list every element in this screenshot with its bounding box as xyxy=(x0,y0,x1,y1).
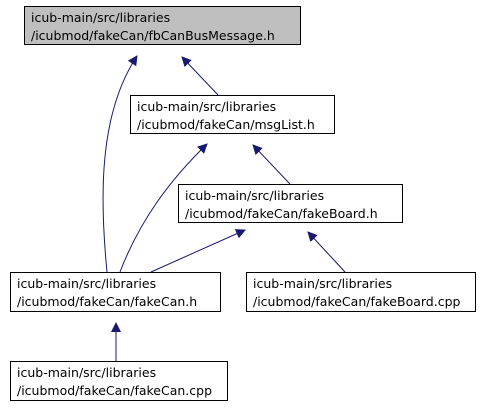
node-fakeboard-h[interactable]: icub-main/src/libraries /icubmod/fakeCan… xyxy=(178,184,403,223)
node-line-2: /icubmod/fakeCan/fakeBoard.cpp xyxy=(253,294,461,309)
node-fakeboard-cpp[interactable]: icub-main/src/libraries /icubmod/fakeCan… xyxy=(246,272,476,312)
node-line-2: /icubmod/fakeCan/fakeCan.cpp xyxy=(17,383,213,398)
node-fbcanbusmessage-h: icub-main/src/libraries /icubmod/fakeCan… xyxy=(24,6,301,45)
node-line-1: icub-main/src/libraries xyxy=(31,10,171,25)
edge-fakeboardcpp-to-fakeboard xyxy=(307,231,346,273)
edge-fakecan-to-fbcanbus xyxy=(102,55,138,273)
node-line-2: /icubmod/fakeCan/msgList.h xyxy=(137,117,315,132)
node-line-2: /icubmod/fakeCan/fakeBoard.h xyxy=(185,206,378,221)
node-line-1: icub-main/src/libraries xyxy=(137,99,277,114)
node-line-2: /icubmod/fakeCan/fakeCan.h xyxy=(17,294,198,309)
node-line-2: /icubmod/fakeCan/fbCanBusMessage.h xyxy=(31,28,275,43)
edge-fakecan-to-msglist xyxy=(119,143,208,273)
node-msglist-h[interactable]: icub-main/src/libraries /icubmod/fakeCan… xyxy=(130,95,335,134)
node-line-1: icub-main/src/libraries xyxy=(17,365,157,380)
node-line-1: icub-main/src/libraries xyxy=(185,188,325,203)
edge-fakecan-to-fakeboard xyxy=(150,229,246,273)
node-fakecan-cpp[interactable]: icub-main/src/libraries /icubmod/fakeCan… xyxy=(10,361,228,401)
node-line-1: icub-main/src/libraries xyxy=(17,276,157,291)
node-line-1: icub-main/src/libraries xyxy=(253,276,393,291)
edge-fakeboard-to-msglist xyxy=(252,144,291,185)
edge-msglist-to-fbcanbus xyxy=(181,56,219,96)
node-fakecan-h[interactable]: icub-main/src/libraries /icubmod/fakeCan… xyxy=(10,272,221,312)
